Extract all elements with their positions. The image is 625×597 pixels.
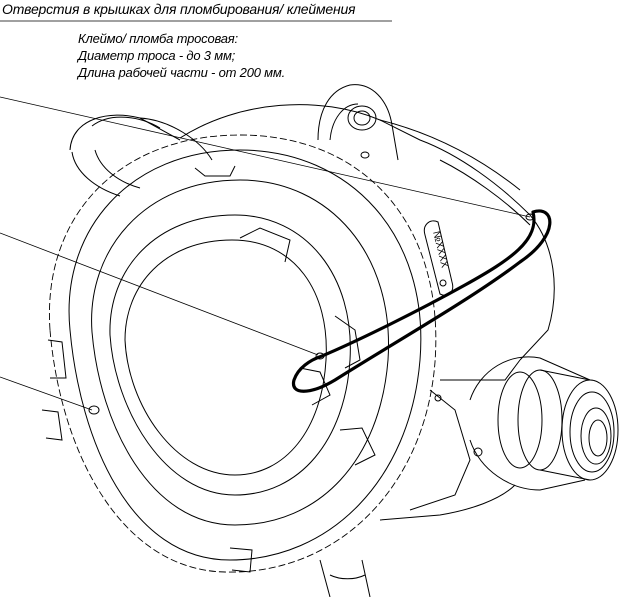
lug-hole [347, 105, 377, 131]
seal-tag: №XXXX [423, 220, 454, 296]
enclosure-housing [179, 104, 555, 521]
cable-gland [434, 356, 619, 491]
holes-title: Отверстия в крышках для пломбирования/ к… [2, 1, 356, 17]
leader-line-3 [0, 376, 93, 411]
leader-lines [0, 96, 531, 411]
seal-wire [291, 209, 552, 393]
leader-line-2 [0, 232, 319, 356]
cover-notches [41, 165, 376, 573]
sealing-hole-left [88, 405, 100, 415]
seal-tag-number: №XXXX [430, 230, 450, 269]
seal-spec-line-type: Клеймо/ пломба тросовая: [78, 31, 238, 46]
enclosure-foot [319, 559, 371, 597]
mounting-lug [317, 84, 399, 161]
seal-spec-line-length: Длина рабочей части - от 200 мм. [78, 65, 286, 80]
front-cover [48, 134, 437, 573]
seal-spec-line-diameter: Диаметр троса - до 3 мм; [78, 48, 236, 63]
sealing-holes [88, 213, 535, 415]
leader-line-1 [0, 96, 531, 218]
enclosure-rear-body [69, 114, 213, 197]
seal-spec-note: Клеймо/ пломба тросовая: Диаметр троса -… [78, 30, 285, 81]
